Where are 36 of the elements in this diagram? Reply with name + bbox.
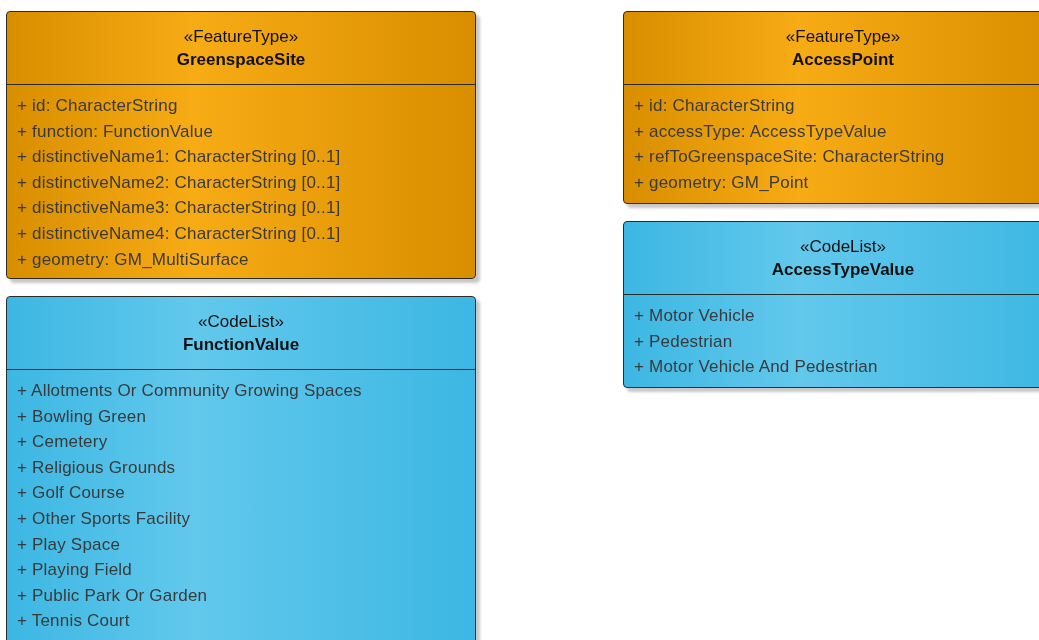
class-box <box>623 11 1039 204</box>
class-name: GreenspaceSite <box>176 49 306 70</box>
class-box <box>6 11 476 279</box>
attribute-text: + distinctiveName2: CharacterString [0..1] <box>17 171 341 194</box>
attribute-text: + Playing Field <box>17 559 132 582</box>
attribute-text: + distinctiveName1: CharacterString [0..1] <box>17 146 341 169</box>
class-name: AccessTypeValue <box>771 259 915 280</box>
attribute-text: + Other Sports Facility <box>17 507 191 530</box>
class-box <box>623 221 1039 388</box>
stereotype-label: «FeatureType» <box>183 26 299 47</box>
attribute-text: + accessType: AccessTypeValue <box>634 120 887 143</box>
class-name: FunctionValue <box>182 334 300 355</box>
attribute-text: + Tennis Court <box>17 610 130 633</box>
class-box <box>6 296 476 640</box>
stereotype-label: «CodeList» <box>800 236 886 257</box>
attribute-text: + Bowling Green <box>17 405 147 428</box>
attribute-text: + Golf Course <box>17 482 125 505</box>
attribute-text: + distinctiveName3: CharacterString [0..1] <box>17 197 341 220</box>
attribute-text: + geometry: GM_Point <box>634 171 809 194</box>
attribute-text: + geometry: GM_MultiSurface <box>17 248 249 271</box>
attribute-text: + Motor Vehicle <box>634 305 755 327</box>
stereotype-label: «FeatureType» <box>785 26 901 47</box>
attribute-text: + Public Park Or Garden <box>17 584 208 607</box>
attribute-text: + Play Space <box>17 533 121 556</box>
attribute-text: + Religious Grounds <box>17 456 176 479</box>
attribute-text: + refToGreenspaceSite: CharacterString <box>634 146 945 169</box>
attribute-text: + Allotments Or Community Growing Spaces <box>17 380 362 402</box>
attribute-text: + Pedestrian <box>634 330 733 353</box>
attribute-text: + distinctiveName4: CharacterString [0..1] <box>17 222 341 245</box>
attribute-text: + id: CharacterString <box>634 95 795 117</box>
attribute-text: + id: CharacterString <box>17 95 178 117</box>
attribute-text: + Motor Vehicle And Pedestrian <box>634 356 878 379</box>
stereotype-label: «CodeList» <box>198 311 284 332</box>
attribute-text: + Cemetery <box>17 431 108 454</box>
class-name: AccessPoint <box>791 49 894 70</box>
attribute-text: + function: FunctionValue <box>17 120 214 143</box>
